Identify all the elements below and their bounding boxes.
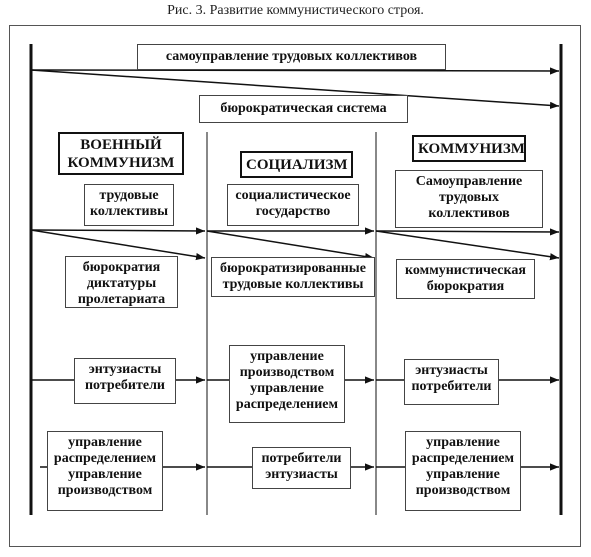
stage-communism: КОММУНИЗМ: [412, 135, 526, 162]
box-text-line: Самоуправление: [415, 174, 523, 189]
box-text-line: диктатуры: [86, 276, 157, 291]
box-text-line: СОЦИАЛИЗМ: [246, 157, 348, 173]
box-text-line: бюрократия: [426, 279, 505, 294]
box-text-line: бюрократическая система: [220, 101, 387, 116]
box-text-line: социалистическое: [235, 188, 351, 203]
stage-war-communism: ВОЕННЫЙ КОММУНИЗМ: [58, 132, 184, 175]
box-text-line: управление: [250, 349, 324, 364]
box-text-line: КОММУНИЗМ: [67, 155, 175, 171]
row1-arrow-1: [30, 227, 206, 235]
box-text-line: трудовые: [99, 188, 159, 203]
box-text-line: управление: [68, 435, 142, 450]
box-text-line: потребители: [411, 379, 492, 394]
self-governance-arrow: [30, 67, 560, 75]
box-text-line: энтузиасты: [415, 363, 488, 378]
box-text-line: управление: [426, 467, 500, 482]
box-text-line: энтузиасты: [88, 362, 162, 377]
row1-diag-arrow-1: [30, 229, 206, 261]
stage-socialism: СОЦИАЛИЗМ: [240, 151, 353, 178]
box-text-line: пролетариата: [77, 292, 166, 307]
box-text-line: управление: [250, 381, 324, 396]
box-text-line: коллективов: [428, 206, 510, 221]
box-text-line: коллективы: [89, 204, 169, 219]
box-text-line: бюрократизированные: [220, 261, 366, 276]
diagram-frame: [9, 25, 581, 547]
box-text-line: государство: [255, 204, 331, 219]
row1-diag-arrow-3: [375, 230, 560, 261]
box-text-line: распределением: [411, 451, 515, 466]
row1-diag-arrow-2: [206, 230, 375, 261]
box-text-line: производством: [239, 365, 335, 380]
box-text-line: самоуправление трудовых коллективов: [165, 49, 418, 64]
box-text-line: производством: [415, 483, 511, 498]
row1-arrow-3: [375, 228, 560, 236]
box-text-line: управление: [426, 435, 500, 450]
bureaucratic-system-box: бюрократическая система: [199, 95, 408, 123]
box-text-line: КОММУНИЗМ: [418, 141, 525, 157]
box-text-line: распределением: [53, 451, 157, 466]
bureaucracy-arrow: [30, 69, 560, 109]
box-text-line: производством: [57, 483, 153, 498]
box-text-line: энтузиасты: [265, 467, 338, 482]
box-text-line: трудовых: [439, 190, 499, 205]
self-governance-box: самоуправление трудовых коллективов: [137, 44, 446, 70]
box-text-line: управление: [68, 467, 142, 482]
box-text-line: трудовые коллективы: [222, 277, 364, 292]
box-text-line: ВОЕННЫЙ: [80, 137, 162, 153]
box-text-line: коммунистическая: [405, 263, 526, 278]
figure-caption: Рис. 3. Развитие коммунистического строя…: [167, 3, 424, 18]
box-text-line: потребители: [261, 451, 342, 466]
box-text-line: распределением: [235, 397, 339, 412]
box-text-line: бюрократия: [82, 260, 161, 275]
box-text-line: потребители: [84, 378, 165, 393]
